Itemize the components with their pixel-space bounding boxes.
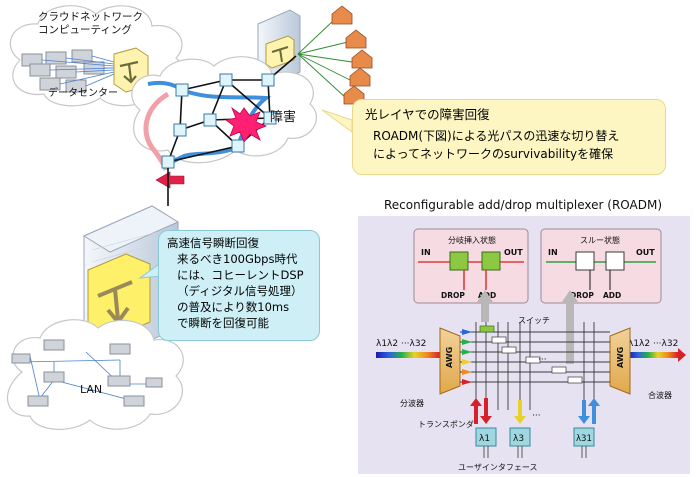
awg-right-label: AWG — [616, 347, 625, 368]
transponder-31-label: λ31 — [576, 434, 592, 444]
callout-signal-line3: （ディジタル信号処理） — [177, 284, 303, 298]
switch-element-icons — [479, 325, 495, 333]
callout-signal-line2: には、コヒーレントDSP — [177, 268, 304, 282]
wavelengths-right-label: λ1λ2 ···λ32 — [628, 339, 678, 349]
channel-arrows — [462, 329, 472, 385]
callout-signal-title: 高速信号瞬断回復 — [167, 236, 259, 250]
callout-optical-recovery: 光レイヤでの障害回復 ROADM(下図)による光パスの迅速な切り替え によってネ… — [352, 99, 666, 175]
lan-links — [19, 351, 150, 401]
callout-signal-recovery: 高速信号瞬断回復 来るべき100Gbps時代 には、コヒーレントDSP （ディジ… — [158, 230, 320, 341]
through-add-label: ADD — [603, 291, 621, 300]
zoom-arrow-left — [481, 300, 489, 322]
mux-label: 合波器 — [648, 390, 672, 400]
lan-device-icons — [11, 339, 163, 407]
branch-switch-right — [481, 251, 501, 271]
callout-signal-line1: 来るべき100Gbps時代 — [177, 252, 298, 266]
add-drop-arrows — [470, 398, 600, 424]
branch-state-label: 分岐挿入状態 — [448, 235, 496, 245]
callout-signal-line5: で瞬断を回復可能 — [177, 316, 269, 330]
signal-arrow-icon — [155, 171, 185, 189]
switch-label: スイッチ — [518, 316, 550, 325]
transponder-icons — [475, 427, 595, 447]
transponder-3-label: λ3 — [513, 434, 524, 444]
cloud-label-line1: クラウドネットワーク — [38, 11, 143, 23]
through-switch-right — [605, 251, 625, 271]
lan-label: LAN — [80, 383, 102, 396]
branch-switch-left — [449, 251, 469, 271]
through-in-label: IN — [548, 248, 558, 257]
output-wavelength-bar — [628, 352, 678, 358]
awg-demux-icon — [439, 327, 461, 395]
through-switch-left — [575, 251, 595, 271]
branch-out-label: OUT — [504, 248, 523, 257]
callout-signal-line4: の普及により数10ms — [177, 300, 290, 314]
awg-mux-icon — [609, 327, 631, 395]
house-icons — [331, 5, 373, 105]
callout-optical-title: 光レイヤでの障害回復 — [365, 107, 490, 122]
callout-optical-tail — [321, 109, 353, 133]
transponder-label: トランスポンダ — [418, 419, 474, 429]
callout-optical-line1: ROADM(下図)による光パスの迅速な切り替え — [373, 129, 620, 143]
branch-drop-label: DROP — [441, 291, 465, 300]
transponder-1-label: λ1 — [479, 434, 490, 444]
callout-optical-line2: によってネットワークのsurvivabilityを確保 — [373, 147, 614, 161]
branch-state-box — [413, 228, 529, 304]
house-links — [297, 19, 353, 99]
through-out-label: OUT — [636, 248, 655, 257]
failure-burst-icon — [225, 106, 268, 143]
roadm-title: Reconfigurable add/drop multiplexer (ROA… — [384, 198, 663, 212]
wavelengths-left-label: λ1λ2 ···λ32 — [376, 339, 426, 349]
matrix-ellipsis-1: ··· — [538, 355, 547, 365]
datacenter-label: データセンター — [48, 86, 118, 99]
office-building-top — [257, 9, 301, 87]
user-interface-label: ユーザインタフェース — [458, 463, 537, 472]
server-links — [41, 55, 115, 87]
user-interface-lines — [483, 446, 587, 458]
matrix-ellipsis-2: ··· — [532, 411, 541, 421]
cloud-label-line2: コンピューティング — [38, 23, 132, 36]
input-wavelength-bar — [376, 352, 440, 358]
demux-label: 分波器 — [400, 398, 424, 408]
through-state-label: スルー状態 — [580, 235, 620, 245]
failure-label: 障害 — [270, 109, 296, 125]
branch-in-label: IN — [421, 248, 431, 257]
switch-through-icons — [491, 336, 583, 384]
enterprise-building — [82, 205, 180, 359]
awg-left-label: AWG — [445, 347, 454, 368]
through-drop-label: DROP — [570, 291, 594, 300]
roadm-node-icons — [161, 73, 277, 169]
through-state-box — [540, 228, 662, 304]
